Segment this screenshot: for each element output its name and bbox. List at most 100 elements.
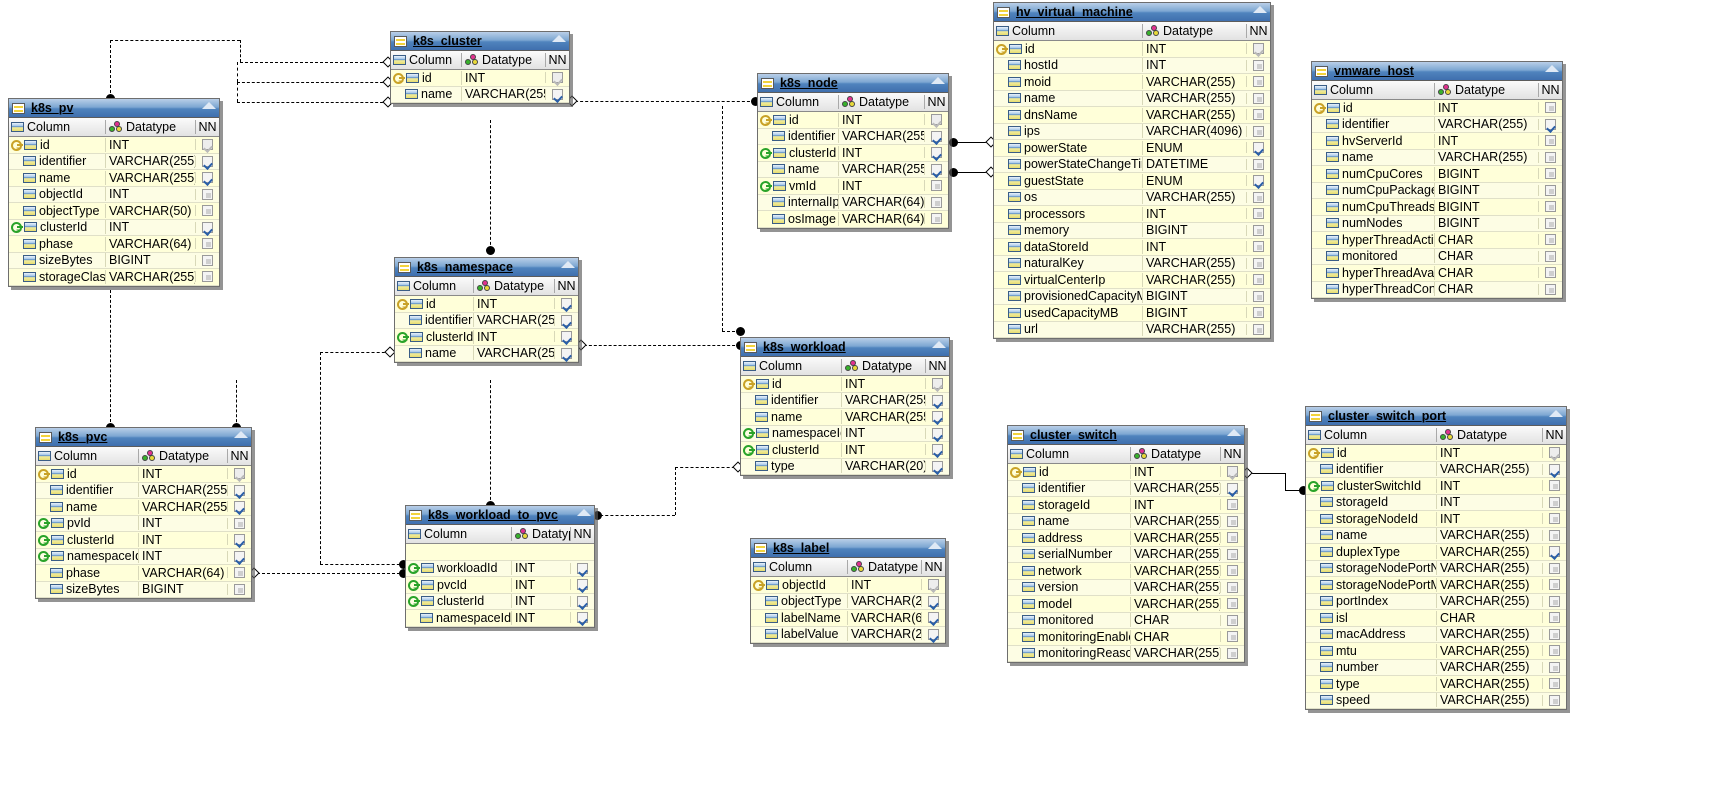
not-null-checkbox[interactable]: [1227, 548, 1238, 560]
not-null-checkbox[interactable]: [1253, 191, 1264, 203]
not-null-checkbox[interactable]: [931, 114, 942, 126]
not-null-checkbox[interactable]: [1549, 496, 1560, 508]
not-null-checkbox[interactable]: [931, 196, 942, 208]
not-null-checkbox[interactable]: [932, 460, 943, 472]
relationship-line[interactable]: [951, 142, 991, 143]
not-null-checkbox[interactable]: [1549, 628, 1560, 640]
relationship-line[interactable]: [951, 172, 991, 173]
not-null-checkbox[interactable]: [928, 579, 939, 591]
not-null-checkbox[interactable]: [1253, 76, 1264, 88]
not-null-checkbox[interactable]: [1253, 257, 1264, 269]
collapse-icon[interactable]: [928, 542, 942, 549]
relationship-line[interactable]: [722, 106, 723, 331]
not-null-checkbox[interactable]: [561, 347, 572, 359]
not-null-checkbox[interactable]: [1545, 184, 1556, 196]
relationship-line[interactable]: [252, 573, 405, 574]
table-row[interactable]: hyperThreadConfigCHAR: [1312, 281, 1562, 298]
not-null-checkbox[interactable]: [234, 550, 245, 562]
not-null-checkbox[interactable]: [1549, 529, 1560, 541]
not-null-checkbox[interactable]: [1227, 466, 1238, 478]
not-null-checkbox[interactable]: [1253, 274, 1264, 286]
relationship-line[interactable]: [110, 40, 111, 98]
not-null-checkbox[interactable]: [561, 314, 572, 326]
collapse-icon[interactable]: [561, 261, 575, 268]
not-null-checkbox[interactable]: [1253, 224, 1264, 236]
not-null-checkbox[interactable]: [1227, 581, 1238, 593]
not-null-checkbox[interactable]: [1549, 447, 1560, 459]
not-null-checkbox[interactable]: [202, 172, 213, 184]
table-row[interactable]: storageNodePortNameVARCHAR(255): [1306, 560, 1566, 577]
not-null-checkbox[interactable]: [1227, 647, 1238, 659]
not-null-checkbox[interactable]: [234, 583, 245, 595]
relationship-line[interactable]: [1285, 490, 1305, 491]
not-null-checkbox[interactable]: [1549, 595, 1560, 607]
not-null-checkbox[interactable]: [1549, 463, 1560, 475]
not-null-checkbox[interactable]: [1227, 499, 1238, 511]
relationship-line[interactable]: [675, 467, 740, 468]
not-null-checkbox[interactable]: [234, 468, 245, 480]
relationship-line[interactable]: [237, 82, 238, 102]
table-title-k8s_label[interactable]: k8s_label: [751, 539, 945, 558]
not-null-checkbox[interactable]: [1227, 614, 1238, 626]
table-row[interactable]: provisionedCapacityMBBIGINT: [994, 288, 1270, 305]
relationship-line[interactable]: [237, 102, 388, 103]
collapse-icon[interactable]: [552, 35, 566, 42]
not-null-checkbox[interactable]: [234, 517, 245, 529]
collapse-icon[interactable]: [202, 102, 216, 109]
not-null-checkbox[interactable]: [932, 411, 943, 423]
not-null-checkbox[interactable]: [932, 427, 943, 439]
not-null-checkbox[interactable]: [561, 298, 572, 310]
not-null-checkbox[interactable]: [577, 595, 588, 607]
table-row[interactable]: hyperThreadAvailableCHAR: [1312, 265, 1562, 282]
not-null-checkbox[interactable]: [1253, 175, 1264, 187]
not-null-checkbox[interactable]: [561, 331, 572, 343]
not-null-checkbox[interactable]: [202, 188, 213, 200]
not-null-checkbox[interactable]: [928, 612, 939, 624]
not-null-checkbox[interactable]: [1545, 250, 1556, 262]
relationship-line[interactable]: [320, 352, 390, 353]
not-null-checkbox[interactable]: [1549, 579, 1560, 591]
not-null-checkbox[interactable]: [1549, 513, 1560, 525]
relationship-line[interactable]: [579, 345, 740, 346]
not-null-checkbox[interactable]: [1253, 92, 1264, 104]
table-title-k8s_workload[interactable]: k8s_workload: [741, 338, 949, 357]
